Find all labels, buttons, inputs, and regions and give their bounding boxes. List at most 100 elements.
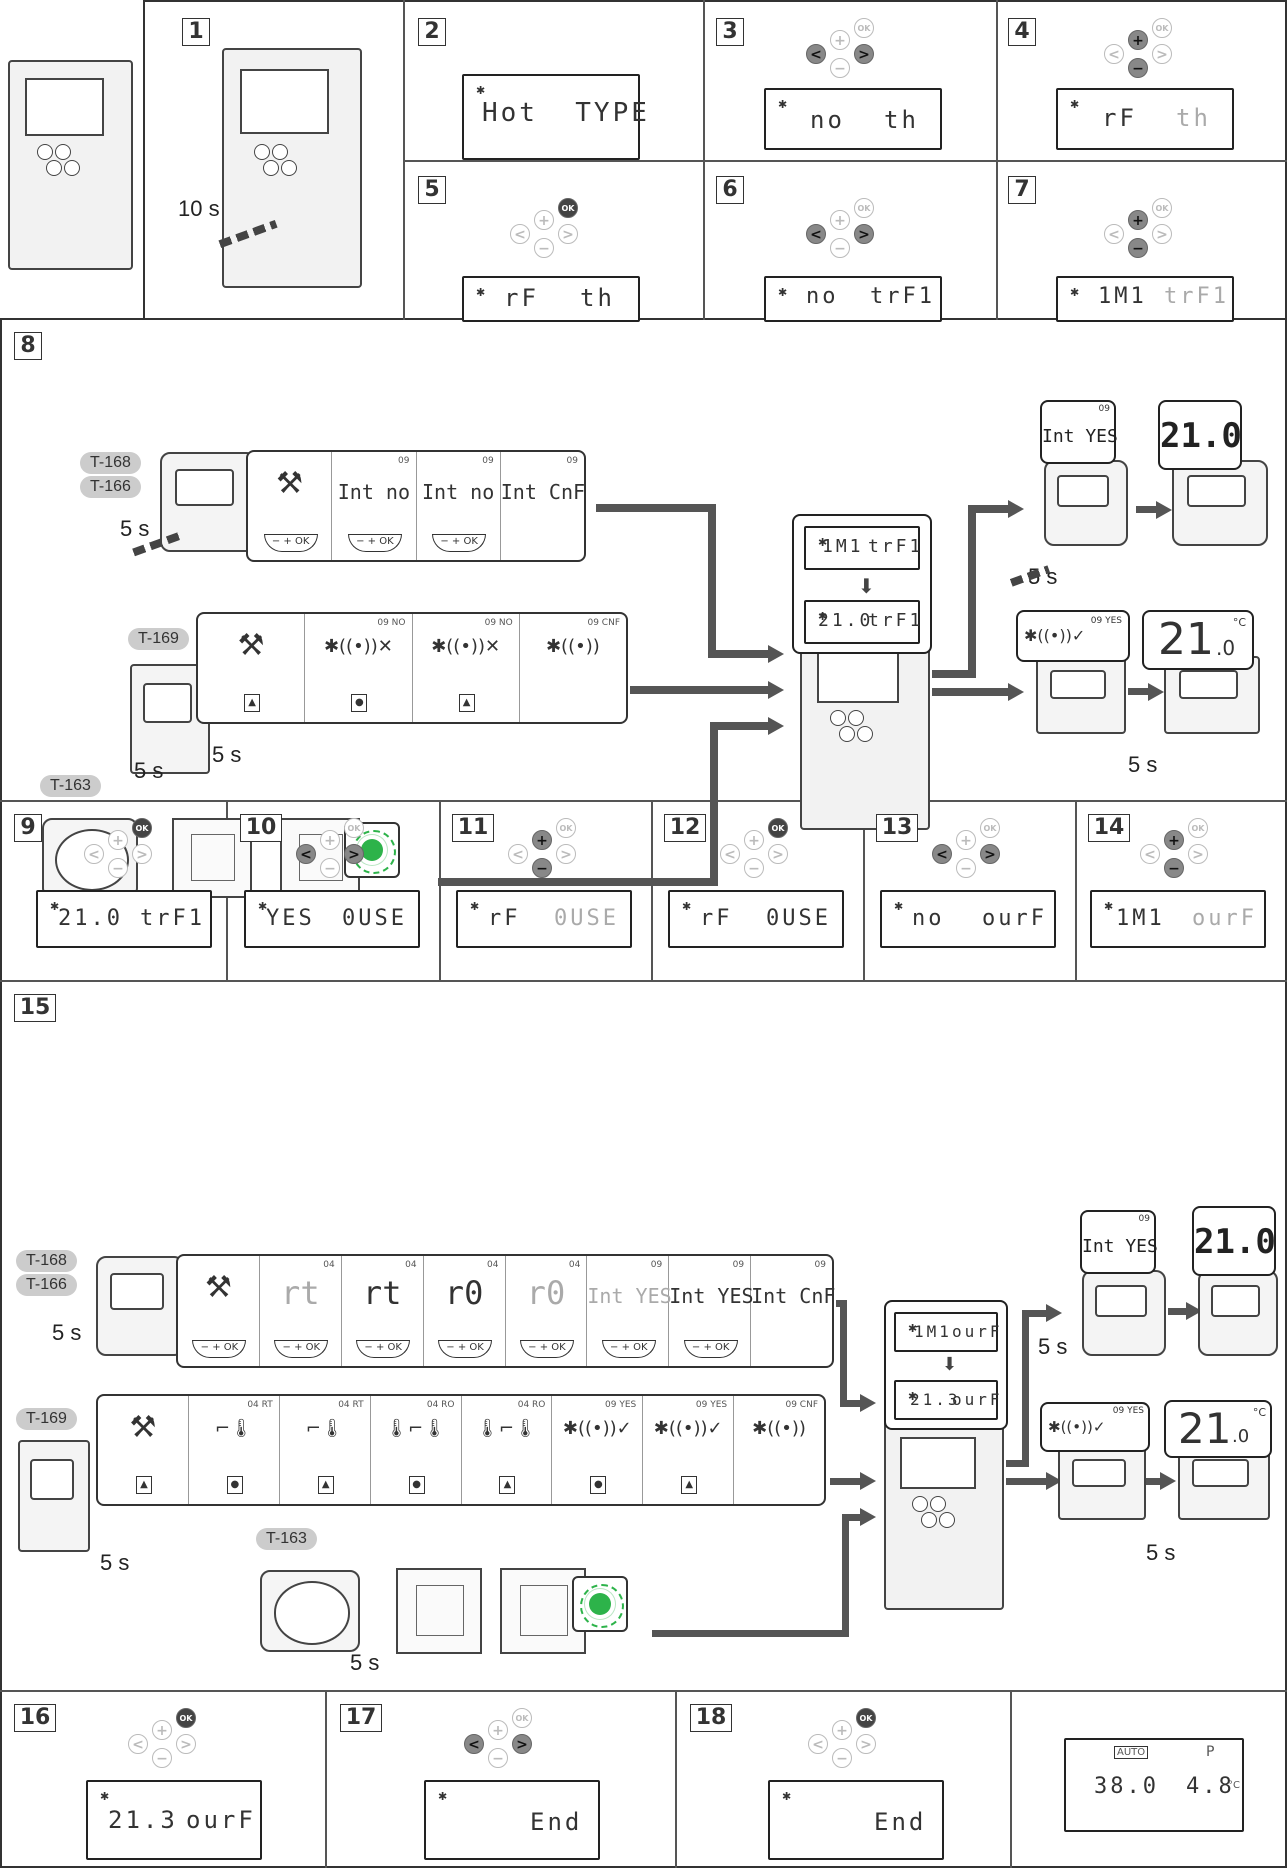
minus-plus-button[interactable]: − + OK: [683, 1340, 738, 1358]
minus-button[interactable]: −: [1128, 238, 1148, 258]
minus-button[interactable]: −: [1128, 58, 1148, 78]
lcd-display: ✱ 1M1 ourF: [894, 1312, 1000, 1352]
plus-button[interactable]: +: [1128, 30, 1148, 50]
up-button[interactable]: ▲: [681, 1476, 698, 1494]
left-button[interactable]: <: [720, 844, 740, 864]
right-button[interactable]: >: [344, 844, 364, 864]
plus-button[interactable]: +: [152, 1720, 172, 1740]
minus-button[interactable]: −: [1164, 858, 1184, 878]
left-button[interactable]: <: [1140, 844, 1160, 864]
up-button[interactable]: ▲: [135, 1476, 152, 1494]
right-button[interactable]: >: [980, 844, 1000, 864]
right-button[interactable]: >: [512, 1734, 532, 1754]
plus-button[interactable]: +: [744, 830, 764, 850]
plus-button[interactable]: +: [534, 210, 554, 230]
plus-button[interactable]: +: [532, 830, 552, 850]
center-button[interactable]: ●: [351, 694, 368, 712]
minus-button[interactable]: −: [830, 238, 850, 258]
minus-plus-button[interactable]: − + OK: [356, 1340, 411, 1358]
minus-plus-button[interactable]: − + OK: [432, 534, 487, 552]
plus-button[interactable]: +: [1164, 830, 1184, 850]
right-button[interactable]: >: [1188, 844, 1208, 864]
thermostat-backplate: [172, 818, 252, 898]
right-button[interactable]: >: [856, 1734, 876, 1754]
center-button[interactable]: ●: [226, 1476, 243, 1494]
left-button[interactable]: <: [1104, 224, 1124, 244]
plus-button[interactable]: +: [488, 1720, 508, 1740]
ok-button[interactable]: OK: [344, 818, 364, 838]
minus-button[interactable]: −: [832, 1748, 852, 1768]
ok-button[interactable]: OK: [558, 198, 578, 218]
ok-button[interactable]: OK: [512, 1708, 532, 1728]
plus-button[interactable]: +: [830, 30, 850, 50]
minus-button[interactable]: −: [488, 1748, 508, 1768]
minus-button[interactable]: −: [532, 858, 552, 878]
left-button[interactable]: <: [806, 44, 826, 64]
ok-button[interactable]: OK: [1152, 198, 1172, 218]
plus-button[interactable]: +: [108, 830, 128, 850]
left-button[interactable]: <: [128, 1734, 148, 1754]
left-button[interactable]: <: [510, 224, 530, 244]
ok-button[interactable]: OK: [768, 818, 788, 838]
up-button[interactable]: ▲: [499, 1476, 516, 1494]
thermometer-icon: 🌡⌐🌡: [476, 1418, 537, 1439]
minus-button[interactable]: −: [534, 238, 554, 258]
minus-plus-button[interactable]: − + OK: [347, 534, 402, 552]
up-button[interactable]: ▲: [244, 694, 261, 712]
ok-button[interactable]: OK: [854, 198, 874, 218]
plus-button[interactable]: +: [1128, 210, 1148, 230]
right-button[interactable]: >: [1152, 224, 1172, 244]
up-button[interactable]: ▲: [458, 694, 475, 712]
right-button[interactable]: >: [1152, 44, 1172, 64]
ok-button[interactable]: OK: [132, 818, 152, 838]
left-button[interactable]: <: [932, 844, 952, 864]
left-button[interactable]: <: [464, 1734, 484, 1754]
right-button[interactable]: >: [176, 1734, 196, 1754]
right-button[interactable]: >: [558, 224, 578, 244]
right-button[interactable]: >: [854, 224, 874, 244]
right-button[interactable]: >: [854, 44, 874, 64]
plus-button[interactable]: +: [830, 210, 850, 230]
ok-button[interactable]: OK: [1152, 18, 1172, 38]
minus-button[interactable]: −: [152, 1748, 172, 1768]
center-button[interactable]: ●: [590, 1476, 607, 1494]
left-button[interactable]: <: [296, 844, 316, 864]
minus-button[interactable]: −: [744, 858, 764, 878]
down-arrow-icon: ⬇: [942, 1354, 958, 1375]
plus-button[interactable]: +: [956, 830, 976, 850]
ok-button[interactable]: OK: [980, 818, 1000, 838]
center-button[interactable]: ●: [408, 1476, 425, 1494]
plus-button[interactable]: +: [832, 1720, 852, 1740]
ok-button[interactable]: OK: [556, 818, 576, 838]
model-label: T-168: [80, 452, 141, 474]
minus-button[interactable]: −: [830, 58, 850, 78]
lcd-display: ✱ rF th: [462, 276, 640, 322]
up-button[interactable]: ▲: [317, 1476, 334, 1494]
press-duration: 5 s: [52, 1320, 82, 1345]
minus-plus-button[interactable]: − + OK: [601, 1340, 656, 1358]
left-button[interactable]: <: [508, 844, 528, 864]
minus-button[interactable]: −: [956, 858, 976, 878]
minus-button[interactable]: −: [320, 858, 340, 878]
press-duration: 5 s: [1128, 752, 1158, 777]
ok-button[interactable]: OK: [176, 1708, 196, 1728]
plus-button[interactable]: +: [320, 830, 340, 850]
left-button[interactable]: <: [84, 844, 104, 864]
left-button[interactable]: <: [808, 1734, 828, 1754]
ok-button[interactable]: OK: [856, 1708, 876, 1728]
left-button[interactable]: <: [1104, 44, 1124, 64]
right-button[interactable]: >: [132, 844, 152, 864]
right-button[interactable]: >: [556, 844, 576, 864]
minus-plus-button[interactable]: − + OK: [263, 534, 318, 552]
ok-button[interactable]: OK: [854, 18, 874, 38]
minus-plus-button[interactable]: − + OK: [192, 1340, 247, 1358]
left-button[interactable]: <: [806, 224, 826, 244]
minus-plus-button[interactable]: − + OK: [438, 1340, 493, 1358]
ok-button[interactable]: OK: [1188, 818, 1208, 838]
right-button[interactable]: >: [768, 844, 788, 864]
tools-icon: ⚒: [237, 628, 265, 663]
minus-button[interactable]: −: [108, 858, 128, 878]
thermostat: [18, 1440, 90, 1552]
minus-plus-button[interactable]: − + OK: [519, 1340, 574, 1358]
minus-plus-button[interactable]: − + OK: [274, 1340, 329, 1358]
